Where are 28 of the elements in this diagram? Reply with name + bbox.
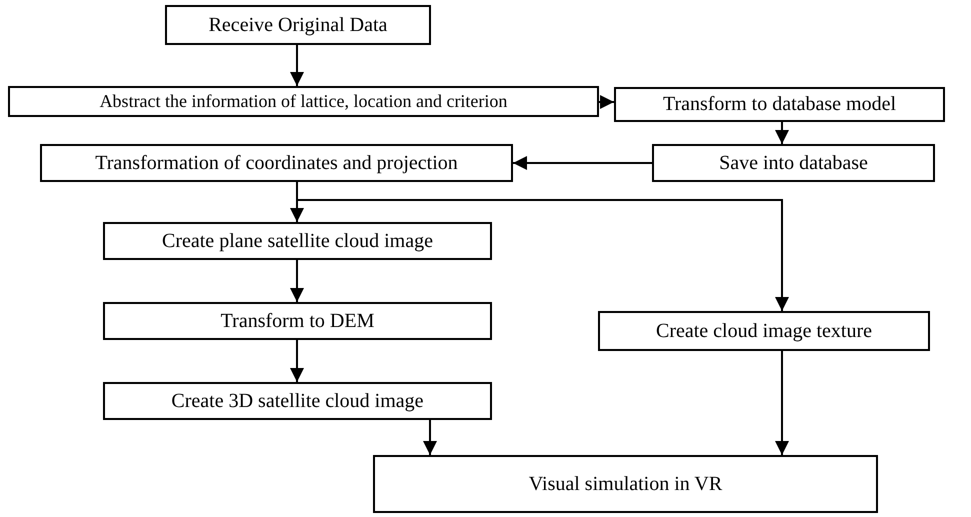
box-label: Visual simulation in VR bbox=[528, 472, 722, 496]
process-box bbox=[165, 5, 431, 45]
process-box bbox=[614, 87, 945, 122]
arrow bbox=[775, 351, 789, 455]
arrow bbox=[290, 340, 304, 382]
process-box bbox=[652, 144, 935, 182]
box-label: Create cloud image texture bbox=[656, 320, 872, 342]
process-box bbox=[598, 311, 930, 351]
box-label: Transform to database model bbox=[662, 93, 896, 116]
arrow bbox=[423, 420, 437, 455]
box-label: Transformation of coordinates and projection bbox=[95, 152, 458, 174]
process-box bbox=[103, 382, 492, 420]
process-box bbox=[103, 302, 492, 340]
process-box bbox=[40, 144, 513, 182]
arrow bbox=[775, 122, 789, 144]
box-label: Receive Original Data bbox=[208, 14, 388, 36]
arrow bbox=[290, 45, 304, 86]
box-label: Abstract the information of lattice, location and criterion bbox=[100, 91, 508, 112]
box-label: Create 3D satellite cloud image bbox=[171, 390, 424, 412]
arrow bbox=[290, 260, 304, 302]
process-box bbox=[8, 86, 599, 117]
box-label: Create plane satellite cloud image bbox=[162, 230, 433, 252]
box-label: Transform to DEM bbox=[220, 310, 374, 332]
arrow bbox=[513, 156, 652, 170]
box-label: Save into database bbox=[719, 152, 868, 174]
arrow bbox=[599, 95, 614, 109]
process-box bbox=[103, 222, 492, 260]
process-box bbox=[373, 455, 878, 513]
